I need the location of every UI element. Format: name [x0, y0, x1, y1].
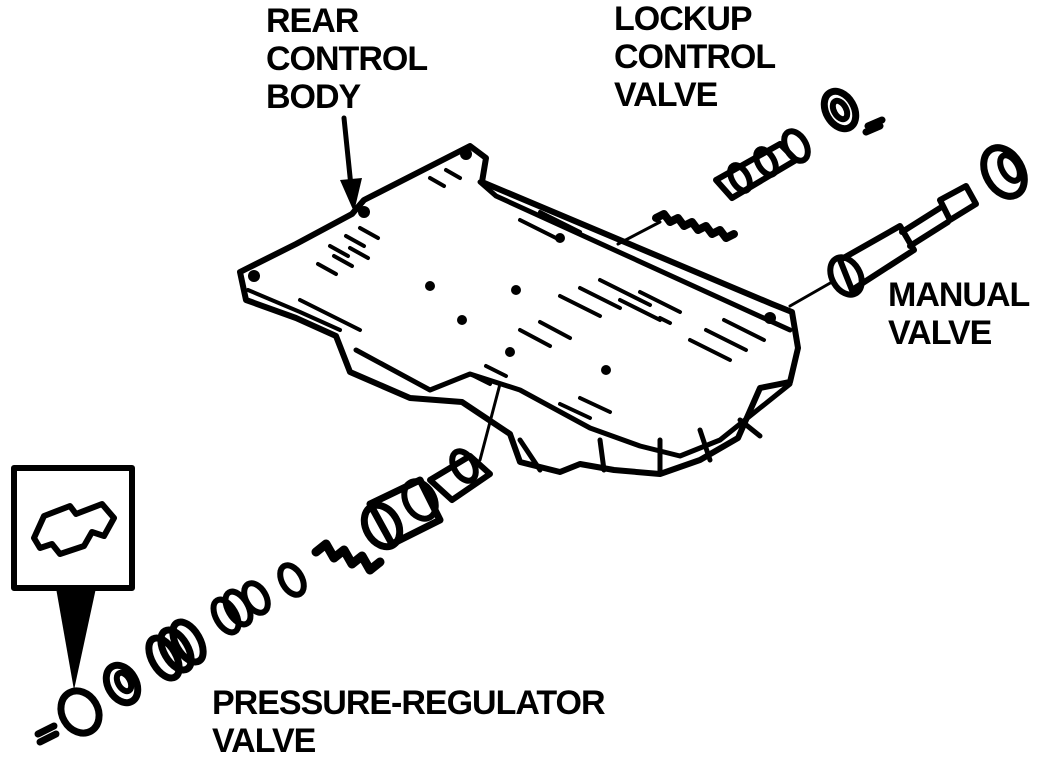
lockup-plug	[820, 87, 860, 133]
rear-control-body	[237, 143, 801, 477]
regulator-boost-valve-1	[210, 596, 242, 636]
manual-valve-stem	[899, 205, 951, 249]
pressure-axis-line	[478, 382, 502, 462]
lockup-retainer	[862, 116, 886, 136]
label-lockup-control-valve-line-3: VALVE	[614, 76, 718, 114]
label-manual-valve-line-1: MANUAL	[888, 276, 1030, 314]
regulator-ring-inner	[113, 669, 135, 695]
lockup-spool-land-3	[781, 128, 811, 164]
regulator-coil-3	[169, 618, 207, 666]
regulator-washer	[277, 562, 307, 598]
label-manual-valve-line-2: VALVE	[888, 314, 992, 352]
rear-body-leader-arrow	[340, 115, 362, 212]
manual-valve-assembly	[788, 144, 1028, 308]
manual-axis-line	[788, 280, 834, 308]
regulator-coil-2	[157, 626, 195, 674]
manual-valve-end-land	[827, 254, 865, 298]
regulator-spool-land	[449, 448, 479, 484]
label-pressure-regulator-valve-line-1: PRESSURE-REGULATOR	[212, 684, 606, 722]
label-lockup-control-valve: LOCKUP CONTROL VALVE	[614, 0, 776, 114]
lockup-spool-land-2	[753, 146, 779, 178]
label-rear-control-body-line-2: CONTROL	[266, 40, 428, 78]
lockup-plug-inner	[829, 97, 851, 123]
label-manual-valve: MANUAL VALVE	[888, 276, 1030, 352]
manual-valve-head-inner	[997, 152, 1023, 184]
label-lockup-control-valve-line-2: CONTROL	[614, 38, 776, 76]
label-lockup-control-valve-line-1: LOCKUP	[614, 0, 753, 38]
regulator-ring	[102, 661, 142, 707]
label-rear-control-body-line-3: BODY	[266, 78, 361, 116]
regulator-coil-1	[145, 634, 183, 682]
regulator-sleeve-end	[360, 501, 404, 551]
inset-frame	[11, 465, 135, 591]
valve-body-plate-outline	[237, 143, 801, 477]
regulator-end-plug	[57, 687, 103, 737]
regulator-spring	[311, 539, 385, 575]
regulator-sleeve-land	[401, 478, 439, 522]
regulator-inset-box	[11, 465, 135, 690]
label-pressure-regulator-valve-line-2: VALVE	[212, 722, 316, 760]
regulator-boost-valve-2	[222, 588, 254, 628]
inset-part-shape	[31, 501, 117, 557]
lockup-spool-land-1	[727, 162, 753, 194]
lockup-axis-line	[616, 220, 662, 246]
valve-body-top-edge	[477, 179, 793, 333]
valve-body-bolt-holes	[248, 148, 776, 375]
lockup-spring	[652, 210, 738, 242]
pressure-regulator-valve-assembly	[34, 382, 502, 746]
manual-valve-neck	[937, 183, 979, 223]
inset-pointer	[56, 588, 96, 690]
label-pressure-regulator-valve: PRESSURE-REGULATOR VALVE	[212, 684, 606, 760]
valve-body-bottom-lip	[517, 417, 763, 475]
valve-body-front-edge	[353, 347, 793, 459]
lockup-control-valve-assembly	[616, 87, 886, 246]
label-rear-control-body: REAR CONTROL BODY	[266, 2, 428, 116]
label-rear-control-body-line-1: REAR	[266, 2, 359, 40]
valve-body-left-ledge	[246, 288, 362, 332]
regulator-valve-spool	[427, 453, 493, 503]
valve-body-passages	[316, 168, 766, 420]
manual-valve-body	[837, 223, 917, 293]
regulator-end-clip	[34, 722, 60, 746]
